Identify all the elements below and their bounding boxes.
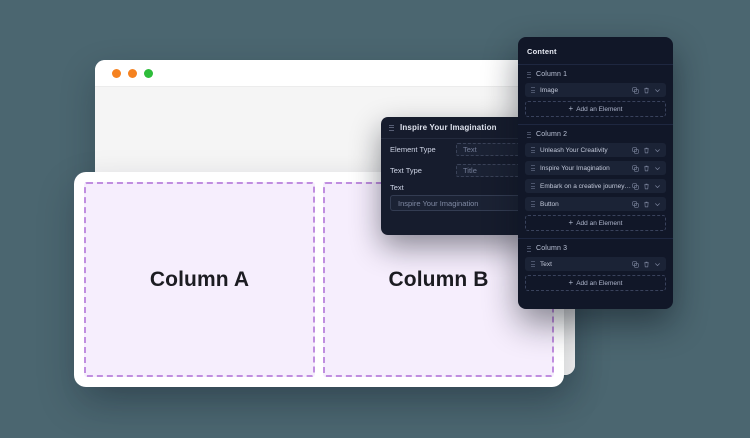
chevron-down-icon[interactable]	[654, 87, 661, 94]
add-element-button[interactable]: +Add an Element	[525, 101, 666, 117]
content-section: Column 3 Text +Add an Element	[518, 238, 673, 291]
element-row[interactable]: Embark on a creative journey t...	[525, 179, 666, 193]
element-row-label: Inspire Your Imagination	[540, 164, 610, 172]
element-settings-title: Inspire Your Imagination	[400, 123, 497, 132]
trash-icon[interactable]	[643, 147, 650, 154]
element-row-actions	[632, 260, 661, 268]
element-row[interactable]: Image	[525, 83, 666, 97]
drag-handle-icon[interactable]	[531, 147, 535, 153]
column-a-label: Column A	[149, 267, 250, 291]
chevron-down-icon[interactable]	[654, 183, 661, 190]
content-panel-title: Content	[527, 47, 557, 56]
column-header: Column 2	[525, 125, 666, 143]
add-element-label: Add an Element	[576, 105, 623, 113]
minimize-dot[interactable]	[128, 68, 137, 78]
duplicate-icon[interactable]	[632, 86, 639, 94]
close-dot[interactable]	[112, 68, 121, 78]
element-settings-header: Inspire Your Imagination	[381, 117, 531, 139]
text-input[interactable]: Inspire Your Imagination	[390, 195, 522, 211]
element-type-label: Element Type	[390, 145, 436, 154]
element-type-value: Text	[463, 145, 477, 154]
duplicate-icon[interactable]	[632, 182, 639, 190]
element-row-label: Button	[540, 200, 559, 208]
column-header: Column 1	[525, 65, 666, 83]
field-text: Text Inspire Your Imagination	[381, 181, 531, 211]
column-name: Column 1	[536, 71, 568, 78]
duplicate-icon[interactable]	[632, 164, 639, 172]
element-row-actions	[632, 200, 661, 208]
text-input-value: Inspire Your Imagination	[398, 198, 479, 208]
element-row[interactable]: Text	[525, 257, 666, 271]
drag-handle-icon[interactable]	[531, 165, 535, 171]
column-name: Column 2	[536, 131, 568, 138]
element-row[interactable]: Inspire Your Imagination	[525, 161, 666, 175]
chevron-down-icon[interactable]	[654, 147, 661, 154]
drag-handle-icon[interactable]	[527, 131, 531, 138]
trash-icon[interactable]	[643, 183, 650, 190]
duplicate-icon[interactable]	[632, 260, 639, 268]
text-type-label: Text Type	[390, 166, 422, 175]
column-name: Column 3	[536, 245, 568, 252]
drag-handle-icon[interactable]	[531, 183, 535, 189]
element-row-actions	[632, 146, 661, 154]
browser-titlebar	[95, 60, 575, 87]
element-row-actions	[632, 182, 661, 190]
drag-handle-icon[interactable]	[389, 124, 394, 131]
column-b-label: Column B	[388, 267, 489, 291]
add-element-button[interactable]: +Add an Element	[525, 215, 666, 231]
content-section: Column 1 Image +Add an Element	[518, 64, 673, 117]
duplicate-icon[interactable]	[632, 200, 639, 208]
element-row-actions	[632, 164, 661, 172]
text-type-select[interactable]: Title	[456, 164, 522, 177]
element-row-label: Embark on a creative journey t...	[540, 182, 632, 190]
element-row[interactable]: Unleash Your Creativity	[525, 143, 666, 157]
element-row-label: Text	[540, 260, 552, 268]
add-element-label: Add an Element	[576, 279, 623, 287]
drag-handle-icon[interactable]	[527, 71, 531, 78]
plus-icon: +	[568, 218, 574, 227]
element-row-actions	[632, 86, 661, 94]
text-field-label: Text	[390, 183, 404, 192]
text-type-value: Title	[463, 166, 477, 175]
trash-icon[interactable]	[643, 261, 650, 268]
field-element-type: Element Type Text	[381, 139, 531, 160]
chevron-down-icon[interactable]	[654, 261, 661, 268]
drag-handle-icon[interactable]	[531, 261, 535, 267]
element-row-label: Image	[540, 86, 559, 94]
element-settings-panel: Inspire Your Imagination Element Type Te…	[381, 117, 531, 235]
plus-icon: +	[568, 104, 574, 113]
add-element-button[interactable]: +Add an Element	[525, 275, 666, 291]
column-a-dropzone[interactable]: Column A	[84, 182, 315, 377]
column-header: Column 3	[525, 239, 666, 257]
add-element-label: Add an Element	[576, 219, 623, 227]
drag-handle-icon[interactable]	[531, 87, 535, 93]
trash-icon[interactable]	[643, 165, 650, 172]
element-type-select[interactable]: Text	[456, 143, 522, 156]
element-row-label: Unleash Your Creativity	[540, 146, 608, 154]
chevron-down-icon[interactable]	[654, 165, 661, 172]
field-text-type: Text Type Title	[381, 160, 531, 181]
chevron-down-icon[interactable]	[654, 201, 661, 208]
trash-icon[interactable]	[643, 87, 650, 94]
plus-icon: +	[568, 278, 574, 287]
drag-handle-icon[interactable]	[527, 245, 531, 252]
element-row[interactable]: Button	[525, 197, 666, 211]
drag-handle-icon[interactable]	[531, 201, 535, 207]
maximize-dot[interactable]	[144, 68, 153, 78]
trash-icon[interactable]	[643, 201, 650, 208]
duplicate-icon[interactable]	[632, 146, 639, 154]
